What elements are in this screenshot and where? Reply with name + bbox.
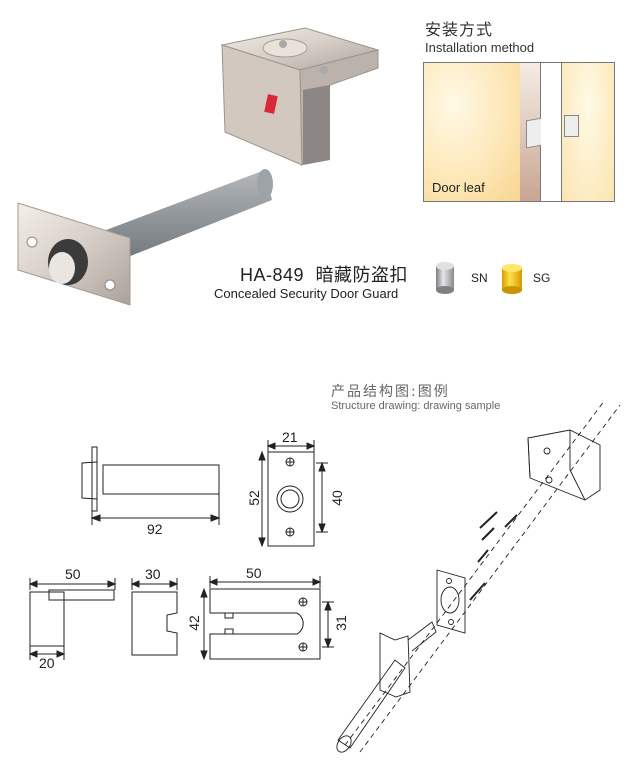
dim-receiver-top-height: 42 bbox=[185, 615, 202, 631]
finish-sg-label: SG bbox=[533, 271, 551, 285]
installed-plate-icon bbox=[526, 117, 542, 149]
dim-bolt-length: 92 bbox=[147, 521, 163, 537]
dim-plate-width: 21 bbox=[282, 429, 298, 445]
door-leaf-label: Door leaf bbox=[432, 180, 485, 195]
door-frame bbox=[562, 63, 614, 201]
model-number: HA-849 bbox=[240, 265, 305, 285]
installation-diagram: Door leaf bbox=[423, 62, 615, 202]
structure-title-cn: 产品结构图:图例 bbox=[331, 384, 450, 400]
door-leaf-panel: Door leaf bbox=[424, 63, 521, 201]
finish-sg-swatch bbox=[502, 264, 522, 294]
finish-sn-swatch bbox=[436, 262, 454, 294]
receiver-side-drawing bbox=[28, 578, 117, 660]
receiver-end-drawing bbox=[130, 578, 179, 656]
receiver-photo bbox=[220, 27, 380, 167]
product-name-en: Concealed Security Door Guard bbox=[214, 286, 399, 301]
bolt-photo bbox=[17, 169, 273, 306]
receiver-top-drawing bbox=[200, 576, 334, 661]
door-gap bbox=[541, 63, 562, 201]
product-title: HA-849 暗藏防盗扣 bbox=[240, 261, 408, 287]
door-edge bbox=[520, 63, 542, 201]
structure-title-en: Structure drawing: drawing sample bbox=[331, 400, 501, 412]
dim-receiver-end-width: 30 bbox=[145, 566, 161, 582]
installation-title-cn: 安装方式 bbox=[425, 20, 494, 39]
installation-title-en: Installation method bbox=[425, 40, 535, 55]
bolt-side-drawing bbox=[81, 446, 221, 525]
product-name-cn: 暗藏防盗扣 bbox=[315, 265, 409, 286]
installed-receiver-icon bbox=[564, 115, 579, 137]
dim-receiver-hole-spacing: 31 bbox=[332, 615, 349, 631]
technical-drawings bbox=[28, 399, 621, 753]
dim-receiver-side-depth: 20 bbox=[39, 655, 55, 671]
finish-sn-label: SN bbox=[471, 271, 488, 285]
exploded-assembly-drawing bbox=[336, 399, 621, 753]
dim-receiver-top-width: 50 bbox=[246, 565, 262, 581]
dim-receiver-side-width: 50 bbox=[65, 566, 81, 582]
plate-front-drawing bbox=[258, 440, 328, 548]
dim-plate-height: 52 bbox=[245, 490, 262, 506]
dim-plate-hole-spacing: 40 bbox=[328, 490, 345, 506]
